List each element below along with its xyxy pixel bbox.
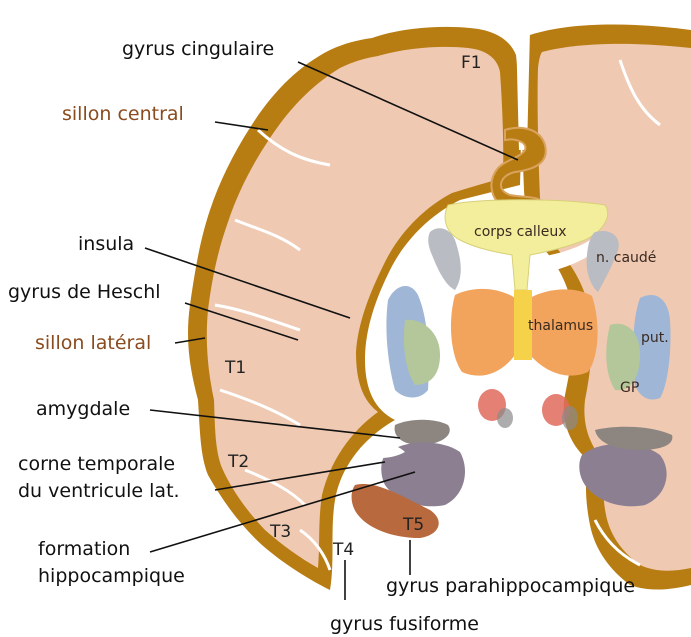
label-amygdale: amygdale xyxy=(36,398,130,420)
label-gyrus-parahippocampique: gyrus parahippocampique xyxy=(386,575,635,597)
label-sillon-central: sillon central xyxy=(62,103,184,125)
label-gyrus-fusiforme: gyrus fusiforme xyxy=(330,613,479,635)
label-formation-line1: formation xyxy=(38,538,130,560)
amygdala xyxy=(395,420,450,445)
region-label-n-caude: n. caudé xyxy=(596,250,656,266)
thalamus xyxy=(451,289,515,376)
substantia-nigra-right xyxy=(562,406,578,430)
label-gyrus-heschl: gyrus de Heschl xyxy=(8,281,161,303)
region-label-corps-calleux: corps calleux xyxy=(474,224,566,240)
label-formation-line2: hippocampique xyxy=(38,565,185,587)
label-corne-temporale-line1: corne temporale xyxy=(18,453,175,475)
region-label-gp: GP xyxy=(620,380,639,396)
region-label-thalamus: thalamus xyxy=(528,318,593,334)
substantia-nigra-left xyxy=(497,408,513,428)
region-label-f1: F1 xyxy=(461,53,482,73)
region-label-t2: T2 xyxy=(227,452,249,472)
region-label-t1: T1 xyxy=(224,358,246,378)
region-label-t4: T4 xyxy=(332,540,354,560)
label-corne-temporale-line2: du ventricule lat. xyxy=(18,480,180,502)
region-label-t5: T5 xyxy=(402,515,424,535)
label-insula: insula xyxy=(78,233,134,255)
region-label-put: put. xyxy=(641,330,669,346)
region-label-t3: T3 xyxy=(269,522,291,542)
label-gyrus-cingulaire: gyrus cingulaire xyxy=(122,38,274,60)
label-sillon-lateral: sillon latéral xyxy=(35,332,151,354)
